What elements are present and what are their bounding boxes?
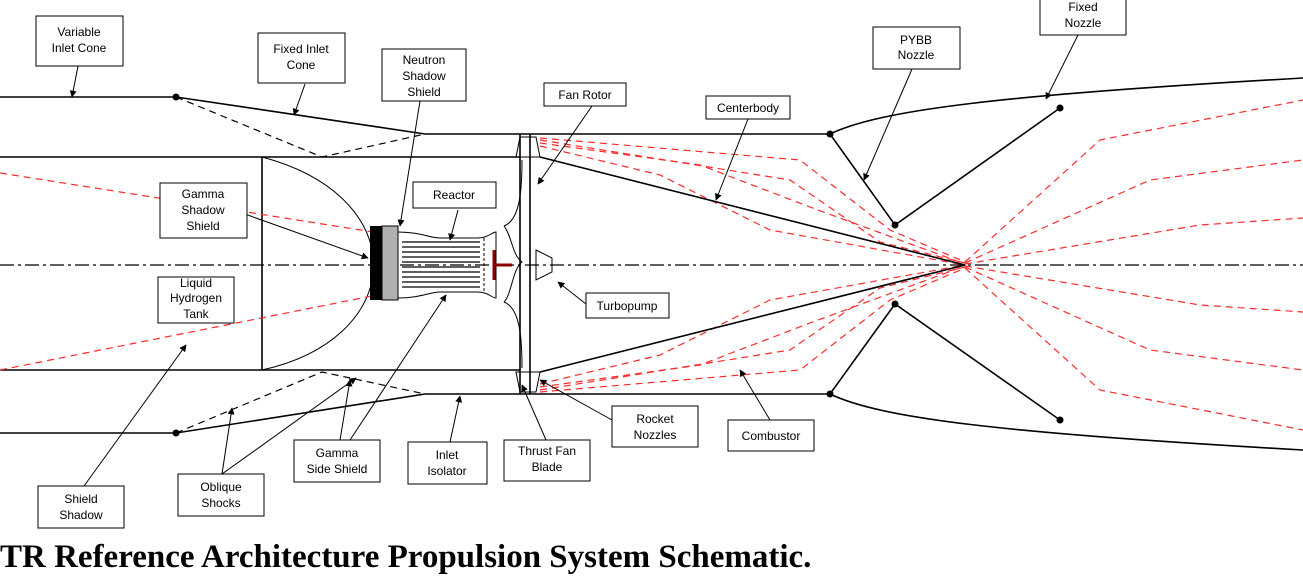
label-turbopump: Turbopump [585,292,670,319]
svg-text:Fan Rotor: Fan Rotor [558,88,611,102]
reactor-assembly [370,225,553,303]
leader-lines [69,34,1079,487]
nozzle-shape [829,77,1303,451]
neutron-shield-block [381,225,399,301]
label-fan-rotor: Fan Rotor [543,82,627,107]
label-combustor: Combustor [727,419,815,452]
flow-lines [0,99,1303,431]
svg-text:Reactor: Reactor [433,188,475,202]
figure-caption: TR Reference Architecture Propulsion Sys… [0,539,812,575]
centerbody-shape [539,156,966,373]
reactor-core [402,241,480,288]
gamma-shield-block [370,226,382,300]
svg-text:Turbopump: Turbopump [597,299,658,313]
svg-text:Combustor: Combustor [742,429,801,443]
svg-text:Centerbody: Centerbody [717,101,779,115]
label-centerbody: Centerbody [705,95,791,120]
label-reactor: Reactor [412,181,497,209]
turbopump-shape [535,249,553,281]
